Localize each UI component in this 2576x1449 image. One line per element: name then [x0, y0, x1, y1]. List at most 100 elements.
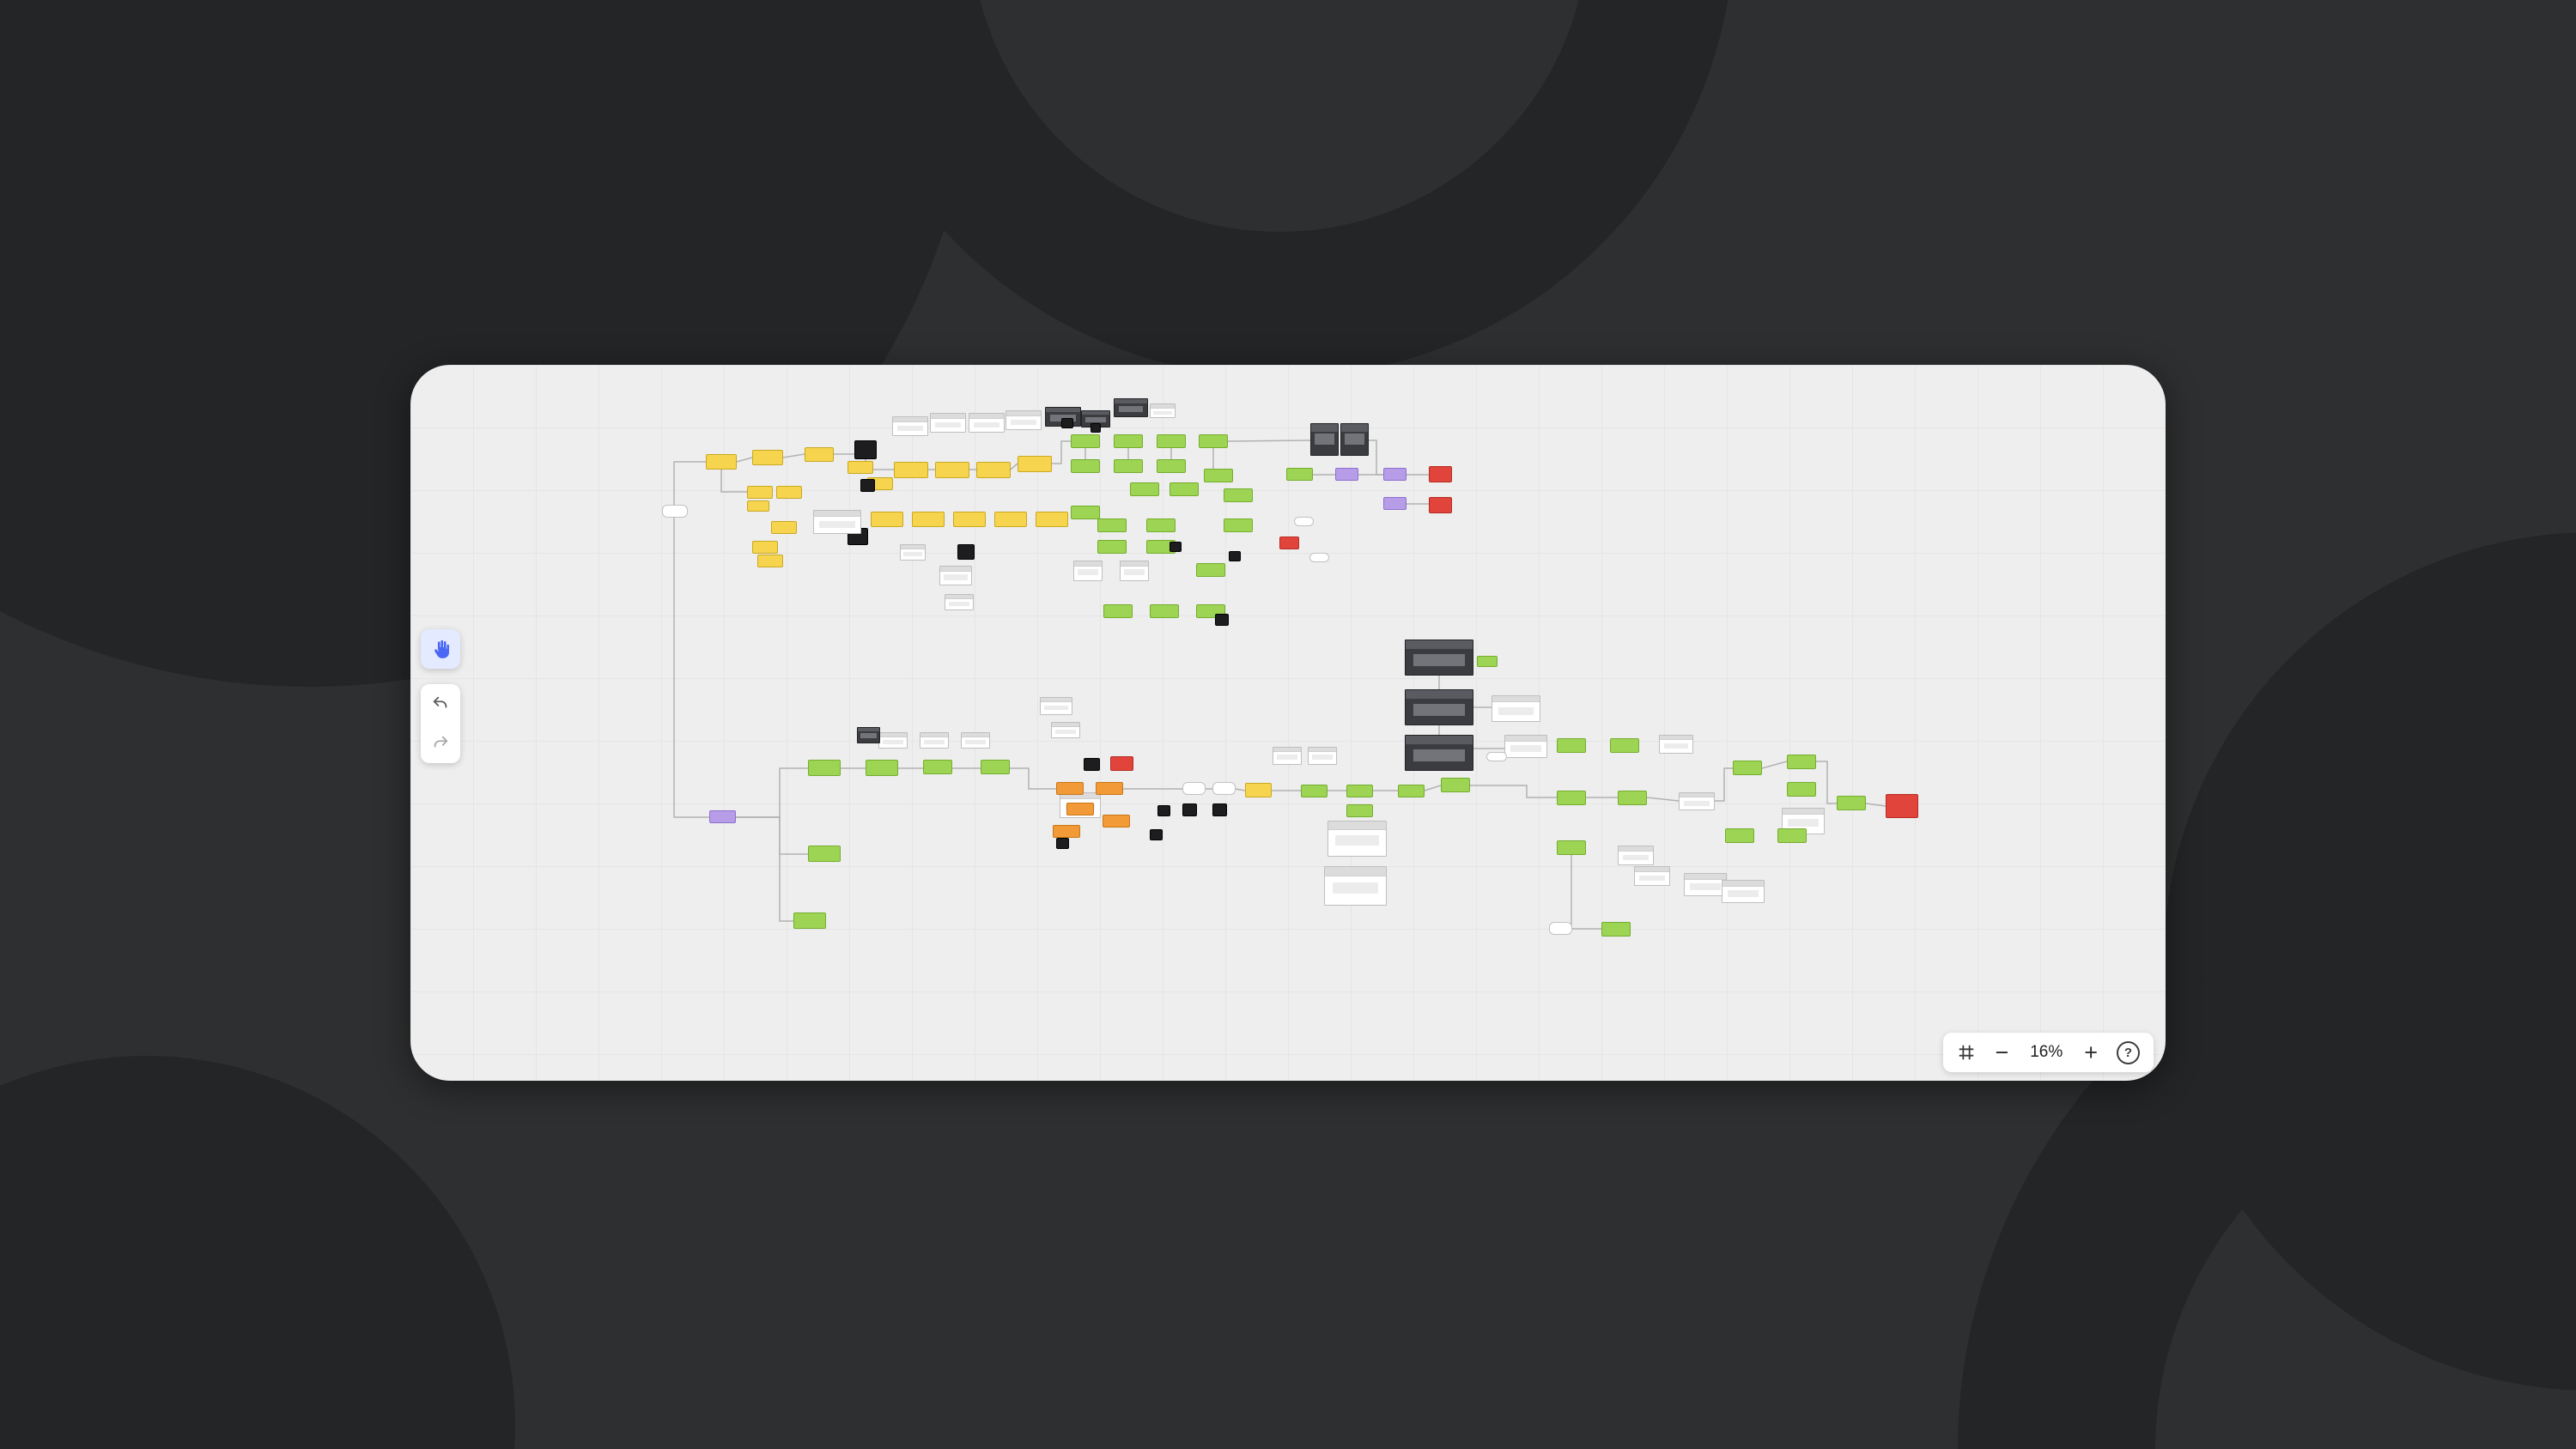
zoom-in-button[interactable]: +: [2084, 1039, 2098, 1065]
flow-node-white[interactable]: [1182, 782, 1206, 795]
flow-node-green[interactable]: [1477, 656, 1498, 667]
flow-node-shot-dark[interactable]: [1405, 640, 1473, 676]
flow-node-black[interactable]: [1061, 418, 1073, 428]
flow-node-yellow[interactable]: [771, 521, 797, 534]
flow-node-shot-light[interactable]: [1618, 846, 1654, 865]
flow-node-green[interactable]: [793, 912, 826, 929]
flow-node-green[interactable]: [1601, 922, 1631, 937]
flow-node-shot-light[interactable]: [813, 510, 861, 534]
flow-node-yellow[interactable]: [935, 462, 969, 478]
flow-node-yellow[interactable]: [1018, 456, 1052, 472]
flow-node-purple[interactable]: [1383, 497, 1406, 510]
flow-node-shot-light[interactable]: [878, 732, 908, 749]
flow-node-black[interactable]: [1182, 803, 1197, 816]
flow-node-yellow[interactable]: [747, 500, 769, 512]
flow-node-shot-light[interactable]: [939, 566, 972, 585]
flow-node-yellow[interactable]: [894, 462, 928, 478]
flow-node-red[interactable]: [1110, 756, 1133, 771]
flow-node-purple[interactable]: [1383, 468, 1406, 481]
flow-node-purple[interactable]: [709, 810, 736, 823]
flow-node-green[interactable]: [1199, 434, 1228, 448]
flow-node-green[interactable]: [1204, 469, 1233, 482]
whiteboard-canvas[interactable]: − 16% + ?: [410, 365, 2166, 1081]
flow-node-shot-light[interactable]: [969, 413, 1005, 433]
flow-node-yellow[interactable]: [848, 461, 873, 474]
flow-node-yellow[interactable]: [1245, 783, 1272, 797]
flow-node-black[interactable]: [1056, 838, 1069, 849]
flow-node-orange[interactable]: [1053, 825, 1080, 838]
flow-node-yellow[interactable]: [912, 512, 945, 527]
flow-node-white[interactable]: [662, 505, 688, 518]
flow-node-green[interactable]: [1146, 518, 1176, 532]
flow-node-yellow[interactable]: [776, 486, 802, 499]
flow-node-green[interactable]: [1557, 791, 1586, 805]
flow-node-shot-light[interactable]: [1722, 880, 1765, 903]
flow-node-green[interactable]: [1071, 459, 1100, 473]
flow-node-yellow[interactable]: [752, 450, 783, 465]
flow-node-green[interactable]: [1610, 738, 1639, 753]
flow-node-shot-light[interactable]: [1273, 747, 1302, 765]
flow-node-green[interactable]: [866, 760, 898, 776]
flow-node-orange[interactable]: [1103, 815, 1130, 828]
flow-node-shot-light[interactable]: [1634, 866, 1670, 886]
fit-to-screen-button[interactable]: [1957, 1043, 1976, 1062]
flow-node-yellow[interactable]: [747, 486, 773, 499]
flow-node-black[interactable]: [1170, 542, 1182, 552]
flow-node-green[interactable]: [1725, 828, 1754, 843]
flow-node-yellow[interactable]: [752, 541, 778, 554]
flow-node-black[interactable]: [1150, 829, 1163, 840]
undo-button[interactable]: [421, 684, 460, 724]
flow-node-shot-light[interactable]: [1492, 695, 1540, 722]
flow-node-black[interactable]: [1215, 614, 1229, 626]
flow-node-green[interactable]: [1301, 785, 1327, 797]
flow-node-green[interactable]: [1441, 778, 1470, 792]
flow-node-shot-light[interactable]: [1005, 410, 1042, 430]
flow-node-black[interactable]: [1212, 803, 1227, 816]
flow-node-green[interactable]: [1837, 796, 1866, 810]
flow-node-yellow[interactable]: [805, 447, 834, 462]
flow-node-green[interactable]: [1157, 434, 1186, 448]
flow-node-green[interactable]: [1196, 563, 1225, 577]
flow-node-green[interactable]: [808, 846, 841, 862]
flow-node-green[interactable]: [1346, 804, 1373, 817]
flow-node-green[interactable]: [1733, 761, 1762, 775]
flow-node-shot-light[interactable]: [1308, 747, 1337, 765]
flow-node-shot-dark[interactable]: [1405, 689, 1473, 725]
flow-node-shot-dark[interactable]: [857, 727, 880, 743]
flow-node-red[interactable]: [1429, 497, 1452, 513]
flow-node-shot-light[interactable]: [1684, 873, 1727, 896]
flow-node-green[interactable]: [808, 760, 841, 776]
flow-node-orange[interactable]: [1056, 782, 1084, 795]
flow-node-green[interactable]: [1398, 785, 1425, 797]
flow-node-shot-light[interactable]: [961, 732, 990, 749]
flow-node-green[interactable]: [1787, 782, 1816, 797]
flow-node-shot-light[interactable]: [1324, 866, 1387, 906]
flow-node-black[interactable]: [1157, 805, 1170, 816]
flow-node-shot-light[interactable]: [900, 544, 926, 561]
flow-node-red[interactable]: [1279, 537, 1299, 549]
help-button[interactable]: ?: [2117, 1040, 2140, 1064]
flow-node-shot-light[interactable]: [1504, 735, 1547, 758]
flow-node-shot-light[interactable]: [945, 594, 974, 610]
flow-node-white[interactable]: [1212, 782, 1236, 795]
flow-node-green[interactable]: [981, 760, 1010, 774]
flow-node-purple[interactable]: [1335, 468, 1358, 481]
flow-node-green[interactable]: [1346, 785, 1373, 797]
redo-button[interactable]: [421, 724, 460, 763]
flow-node-green[interactable]: [1224, 488, 1253, 502]
flow-node-black[interactable]: [1229, 551, 1241, 561]
flow-node-green[interactable]: [1103, 604, 1133, 618]
flow-node-yellow[interactable]: [706, 454, 737, 470]
flow-node-orange[interactable]: [1096, 782, 1123, 795]
flow-node-green[interactable]: [1071, 506, 1100, 519]
flow-node-black[interactable]: [854, 440, 877, 459]
flow-node-green[interactable]: [1114, 459, 1143, 473]
flow-node-green[interactable]: [1787, 755, 1816, 769]
flow-node-green[interactable]: [1224, 518, 1253, 532]
flow-node-black[interactable]: [957, 544, 975, 560]
flow-node-white[interactable]: [1294, 517, 1314, 526]
flow-node-yellow[interactable]: [757, 555, 783, 567]
flow-node-orange[interactable]: [1066, 803, 1094, 815]
flow-node-green[interactable]: [1157, 459, 1186, 473]
flow-node-shot-dark[interactable]: [1405, 735, 1473, 771]
